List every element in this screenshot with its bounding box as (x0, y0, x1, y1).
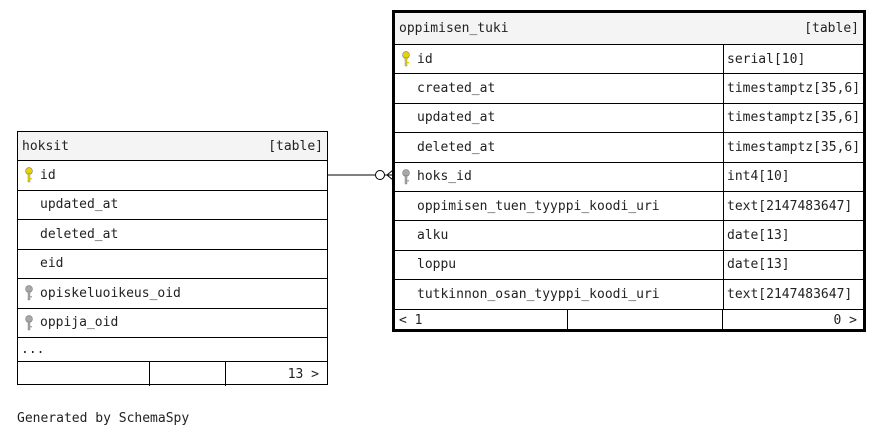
more-columns-row: ... (18, 338, 327, 362)
children-count[interactable]: 0 > (833, 313, 857, 329)
column-type: text[2147483647] (723, 191, 863, 221)
generated-by-footnote: Generated by SchemaSpy (17, 411, 190, 426)
key-icon-graphic (25, 167, 33, 183)
key-icon-graphic (25, 315, 33, 330)
column-name: updated_at (417, 110, 496, 126)
column-row[interactable]: deleted_at timestamptz[35,6] (395, 133, 863, 163)
column-type: date[13] (723, 250, 863, 280)
column-row[interactable]: alku date[13] (395, 221, 863, 251)
column-row[interactable]: oppimisen_tuen_tyyppi_koodi_uri text[2147… (395, 191, 863, 222)
column-row[interactable]: created_at timestamptz[35,6] (395, 74, 863, 104)
column-name-cell: opiskeluoikeus_oid (18, 279, 327, 308)
column-name-cell: updated_at (395, 104, 723, 132)
column-name-cell: oppija_oid (18, 309, 327, 338)
column-name-cell: eid (18, 250, 327, 279)
table-header: hoksit [table] (18, 132, 327, 161)
primary-key-icon (395, 51, 417, 67)
column-type: timestamptz[35,6] (723, 133, 863, 162)
spacer-cell (568, 309, 723, 332)
table-name: oppimisen_tuki (399, 21, 509, 36)
column-row[interactable]: updated_at (18, 191, 327, 220)
table-footer: 13 > (18, 362, 327, 386)
column-type: date[13] (723, 221, 863, 250)
column-name-cell: updated_at (18, 191, 327, 220)
column-name: id (417, 51, 433, 67)
column-name: created_at (417, 81, 496, 97)
column-name-cell: id (395, 45, 723, 73)
key-icon-graphic (402, 169, 410, 184)
column-name: id (40, 167, 56, 183)
children-count[interactable]: 13 > (287, 366, 319, 382)
column-name: updated_at (40, 197, 119, 213)
column-row[interactable]: id (18, 161, 327, 191)
column-name: hoks_id (417, 169, 472, 185)
column-type: timestamptz[35,6] (723, 74, 863, 103)
foreign-key-icon (395, 169, 417, 185)
column-name: opiskeluoikeus_oid (40, 285, 181, 301)
column-name-cell: tutkinnon_osan_tyyppi_koodi_uri (395, 280, 723, 308)
table-header: oppimisen_tuki [table] (395, 13, 863, 45)
parents-count[interactable]: < 1 (395, 309, 568, 332)
foreign-key-icon (18, 285, 40, 301)
column-row[interactable]: loppu date[13] (395, 250, 863, 281)
column-row[interactable]: oppija_oid (18, 309, 327, 338)
spacer-cell (150, 362, 226, 386)
column-row[interactable]: tutkinnon_osan_tyyppi_koodi_uri text[2147… (395, 280, 863, 310)
column-type: timestamptz[35,6] (723, 103, 863, 133)
column-name-cell: id (18, 161, 327, 190)
column-type: int4[10] (723, 162, 863, 191)
column-name: eid (40, 256, 64, 272)
column-name: alku (417, 228, 449, 244)
column-name-cell: alku (395, 221, 723, 249)
column-name-cell: created_at (395, 74, 723, 102)
column-row[interactable]: opiskeluoikeus_oid (18, 279, 327, 309)
table-name: hoksit (22, 138, 69, 154)
column-name: oppimisen_tuen_tyyppi_koodi_uri (417, 198, 660, 214)
column-name: loppu (417, 257, 457, 273)
column-row[interactable]: id serial[10] (395, 45, 863, 75)
table-type-tag: [table] (268, 138, 323, 154)
primary-key-icon (18, 167, 40, 183)
column-type: serial[10] (723, 45, 863, 74)
key-icon-graphic (402, 51, 410, 67)
column-name-cell: oppimisen_tuen_tyyppi_koodi_uri (395, 192, 723, 220)
column-type: text[2147483647] (723, 280, 863, 309)
foreign-key-icon (18, 315, 40, 331)
column-name: deleted_at (40, 226, 119, 242)
column-name-cell: hoks_id (395, 163, 723, 191)
column-name-cell: deleted_at (18, 220, 327, 249)
column-name: tutkinnon_osan_tyyppi_koodi_uri (417, 286, 660, 302)
column-name: oppija_oid (40, 315, 119, 331)
table-footer: < 1 0 > (395, 309, 863, 332)
parents-cell (18, 362, 150, 386)
more-columns-ellipsis: ... (21, 342, 45, 357)
column-row[interactable]: deleted_at (18, 220, 327, 250)
key-icon-graphic (25, 285, 33, 301)
column-name-cell: deleted_at (395, 133, 723, 161)
column-row[interactable]: hoks_id int4[10] (395, 162, 863, 192)
column-name: deleted_at (417, 139, 496, 155)
table-type-tag: [table] (804, 21, 859, 36)
column-row[interactable]: eid (18, 250, 327, 279)
column-name-cell: loppu (395, 251, 723, 279)
column-row[interactable]: updated_at timestamptz[35,6] (395, 103, 863, 134)
